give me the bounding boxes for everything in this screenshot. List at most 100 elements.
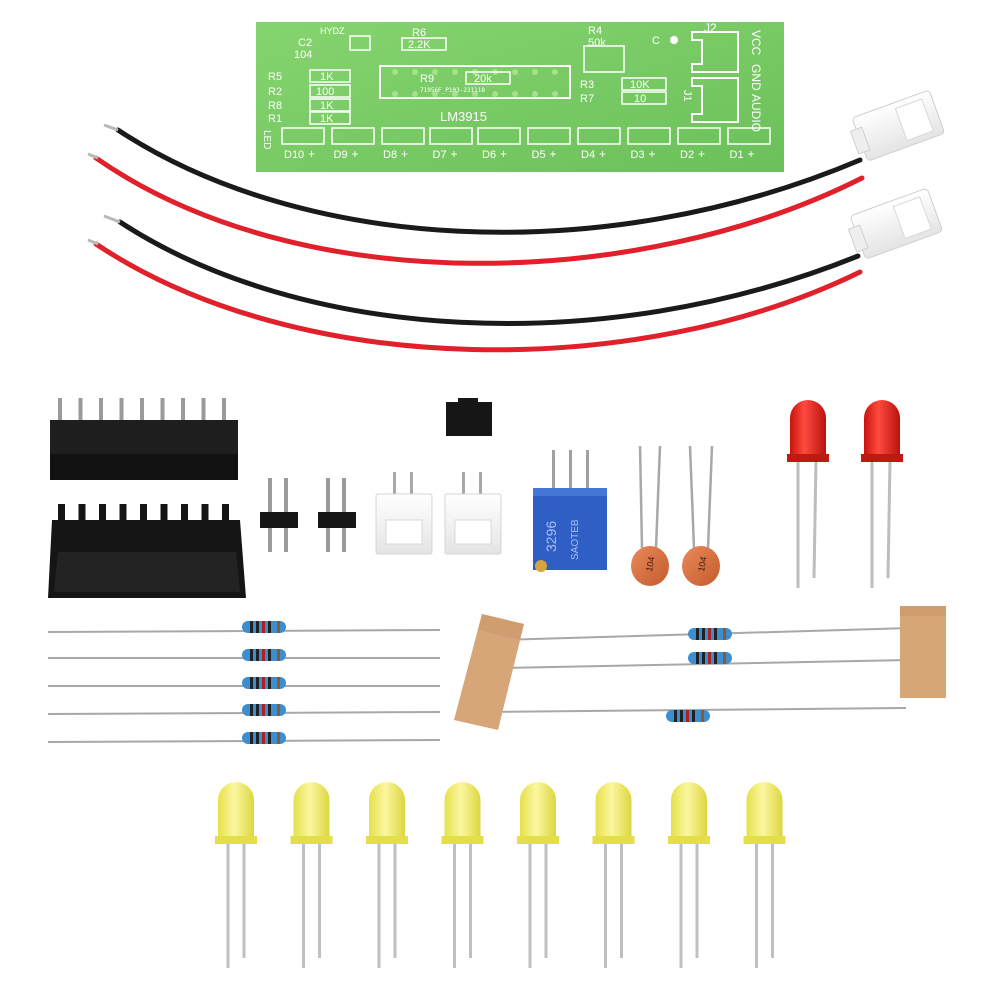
resistor bbox=[688, 628, 732, 640]
ic-pin bbox=[58, 504, 65, 530]
pcb-plus-mark: + bbox=[599, 147, 606, 161]
ic-pin bbox=[140, 504, 147, 530]
pin-header-1 bbox=[260, 478, 298, 552]
pcb-led-label: D9 bbox=[334, 149, 348, 161]
pcb-led-label: D7 bbox=[433, 149, 447, 161]
pcb-label-c2: C2 bbox=[298, 37, 312, 49]
capacitor-marking-2: 104 bbox=[696, 556, 708, 573]
pcb-label-vcc: VCC bbox=[749, 30, 763, 56]
pcb-label-r5: R5 bbox=[268, 71, 282, 83]
pcb-plus-mark: + bbox=[748, 147, 755, 161]
resistor bbox=[48, 649, 440, 661]
pcb-label-code: 71956F_P103-231118 bbox=[420, 87, 485, 94]
xh-connector-plug-2 bbox=[847, 188, 943, 259]
yellow-led bbox=[441, 782, 484, 968]
pcb-label-r9: R9 bbox=[420, 73, 434, 85]
pcb-led-footprints bbox=[281, 127, 771, 145]
pcb-label-r7: R7 bbox=[580, 93, 594, 105]
capacitor-marking-1: 104 bbox=[644, 556, 656, 573]
ceramic-capacitor-2: 104 bbox=[682, 445, 720, 586]
pcb-plus-mark: + bbox=[401, 147, 408, 161]
pcb-label-chip: LM3915 bbox=[440, 109, 487, 124]
pcb-plus-mark: + bbox=[308, 147, 315, 161]
pcb-plus-mark: + bbox=[550, 147, 557, 161]
yellow-led bbox=[517, 782, 559, 968]
yellow-led bbox=[366, 782, 408, 968]
yellow-led bbox=[215, 782, 257, 968]
yellow-led bbox=[668, 782, 710, 968]
ic-pin bbox=[58, 398, 62, 422]
pcb-board: C2 104 HYDZ R6 2.2K R4 50k C J2 VCC GND … bbox=[256, 21, 784, 172]
yellow-led bbox=[290, 782, 333, 968]
pcb-label-audio: AUDIO bbox=[749, 94, 763, 132]
ic-pin bbox=[222, 398, 226, 422]
ic-pin bbox=[78, 504, 86, 530]
trimmer-marking-2: SAOTEB bbox=[570, 519, 581, 560]
trimmer-marking-1: 3296 bbox=[543, 521, 559, 552]
xh-connector-plug-1 bbox=[849, 90, 945, 161]
pcb-label-r5-value: 1K bbox=[320, 71, 334, 83]
pcb-label-r4: R4 bbox=[588, 25, 602, 37]
yellow-led bbox=[592, 782, 635, 968]
wire-harness-1 bbox=[87, 90, 945, 266]
red-led-2 bbox=[861, 400, 903, 588]
resistor bbox=[47, 621, 441, 633]
pcb-label-j1: J1 bbox=[681, 90, 693, 102]
pcb-plus-mark: + bbox=[649, 147, 656, 161]
resistor bbox=[666, 710, 710, 722]
pcb-label-led: LED bbox=[261, 130, 272, 149]
pcb-label-r2-value: 100 bbox=[316, 86, 334, 98]
jumper-cap bbox=[446, 398, 492, 436]
pcb-label-r6: R6 bbox=[412, 27, 426, 39]
ic-socket-top bbox=[50, 398, 238, 480]
yellow-led-row bbox=[215, 782, 786, 968]
wire-harness-2 bbox=[87, 188, 943, 353]
yellow-led bbox=[743, 782, 786, 968]
pcb-label-j2: J2 bbox=[704, 21, 717, 35]
pcb-plus-mark: + bbox=[500, 147, 507, 161]
pcb-led-label: D3 bbox=[631, 149, 645, 161]
red-led-1 bbox=[787, 400, 829, 588]
pcb-plus-mark: + bbox=[451, 147, 458, 161]
ic-pin bbox=[201, 504, 209, 530]
pcb-label-r3-value: 10K bbox=[630, 79, 650, 91]
ic-socket-bottom bbox=[48, 504, 246, 598]
pcb-plus-mark: + bbox=[352, 147, 359, 161]
pcb-plus-mark: + bbox=[698, 147, 705, 161]
pcb-label-hydz: HYDZ bbox=[320, 26, 345, 36]
resistor-group-left bbox=[47, 621, 441, 744]
trimmer-potentiometer: 3296 SAOTEB bbox=[533, 450, 607, 572]
pcb-led-label: D10 bbox=[284, 149, 304, 161]
pcb-led-label: D5 bbox=[532, 149, 546, 161]
ic-pin bbox=[140, 398, 144, 422]
ic-pin bbox=[119, 398, 124, 422]
xh-connector-socket-2 bbox=[444, 472, 502, 555]
pcb-led-label: D1 bbox=[730, 149, 744, 161]
ic-pin bbox=[201, 398, 206, 422]
pcb-label-r2: R2 bbox=[268, 86, 282, 98]
resistor bbox=[48, 677, 440, 689]
pcb-led-labels: D10+D9+D8+D7+D6+D5+D4+D3+D2+D1+ bbox=[284, 147, 755, 161]
ic-pin bbox=[181, 504, 188, 530]
pcb-label-r4-value: 50k bbox=[588, 37, 606, 49]
ic-pin bbox=[181, 398, 185, 422]
pcb-label-r6-value: 2.2K bbox=[408, 39, 431, 51]
pcb-label-gnd: GND bbox=[749, 64, 763, 91]
ic-pin bbox=[99, 398, 103, 422]
ic-pin bbox=[222, 504, 229, 530]
resistor bbox=[47, 732, 441, 744]
resistor bbox=[688, 652, 732, 664]
pcb-label-r8-value: 1K bbox=[320, 100, 334, 112]
pcb-led-label: D2 bbox=[680, 149, 694, 161]
pcb-label-r1: R1 bbox=[268, 113, 282, 125]
pcb-label-r3: R3 bbox=[580, 79, 594, 91]
pcb-led-label: D8 bbox=[383, 149, 397, 161]
pin-header-2 bbox=[318, 478, 356, 552]
pcb-label-r1-value: 1K bbox=[320, 113, 334, 125]
ceramic-capacitor-1: 104 bbox=[631, 445, 669, 586]
xh-connector-socket-1 bbox=[375, 472, 433, 555]
pcb-label-r7-value: 10 bbox=[634, 93, 646, 105]
pcb-label-c2-value: 104 bbox=[294, 49, 312, 61]
pcb-label-r9-value: 20k bbox=[474, 73, 492, 85]
